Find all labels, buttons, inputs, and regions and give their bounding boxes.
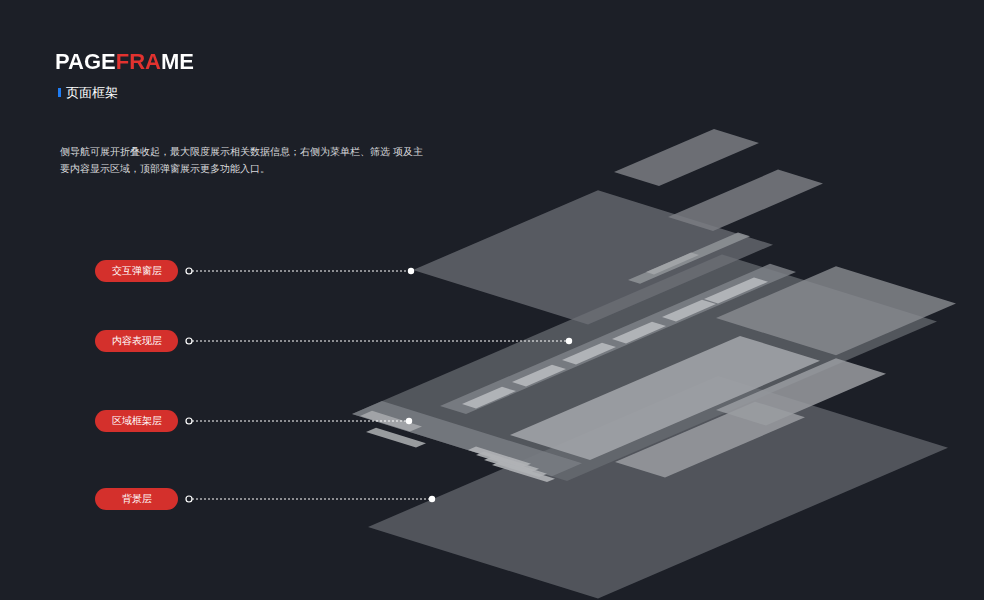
layer-plane	[704, 277, 768, 303]
leader-line	[192, 271, 409, 272]
layer-plane	[512, 365, 566, 387]
leader-lines	[192, 271, 567, 499]
leader-line	[192, 499, 430, 500]
leader-dot	[429, 496, 435, 502]
leader-dot	[408, 268, 414, 274]
tag-text: 区域框架层	[112, 415, 162, 427]
layer-plane	[366, 428, 426, 448]
leader-ring	[186, 418, 192, 424]
leader-end-dots	[406, 268, 572, 502]
leader-ring	[186, 338, 192, 344]
tag-text: 交互弹窗层	[112, 265, 162, 277]
leader-line	[192, 341, 567, 342]
layer-plane	[662, 300, 716, 322]
tag-text: 背景层	[122, 493, 152, 505]
description-text: 侧导航可展开折叠收起，最大限度展示相关数据信息；右侧为菜单栏、筛选 项及主要内容…	[60, 143, 432, 177]
leader-line	[192, 421, 407, 422]
layer-plane	[646, 253, 699, 275]
layer-plane	[716, 358, 886, 425]
isometric-layers	[352, 129, 956, 599]
subtitle: 页面框架	[66, 84, 118, 101]
layer-plane	[562, 343, 616, 365]
tag-text: 内容表现层	[112, 335, 162, 347]
page-title: PAGEFRAME	[55, 49, 194, 75]
leader-ring	[186, 268, 192, 274]
layer-tag: 区域框架层	[95, 410, 178, 432]
leader-ring	[186, 496, 192, 502]
leader-dot	[406, 418, 412, 424]
layer-plane	[668, 170, 823, 231]
layer-tag: 内容表现层	[95, 330, 178, 352]
layer-plane	[628, 233, 750, 284]
layer-plane	[612, 322, 666, 344]
layer-plane	[716, 266, 956, 355]
layer-tag: 背景层	[95, 488, 178, 510]
layer-tag: 交互弹窗层	[95, 260, 178, 282]
leader-start-rings	[186, 268, 192, 502]
accent-bar	[58, 88, 61, 97]
layer-plane	[614, 129, 759, 186]
layer-plane	[462, 387, 516, 409]
layer-plane	[492, 462, 555, 483]
leader-dot	[566, 338, 572, 344]
